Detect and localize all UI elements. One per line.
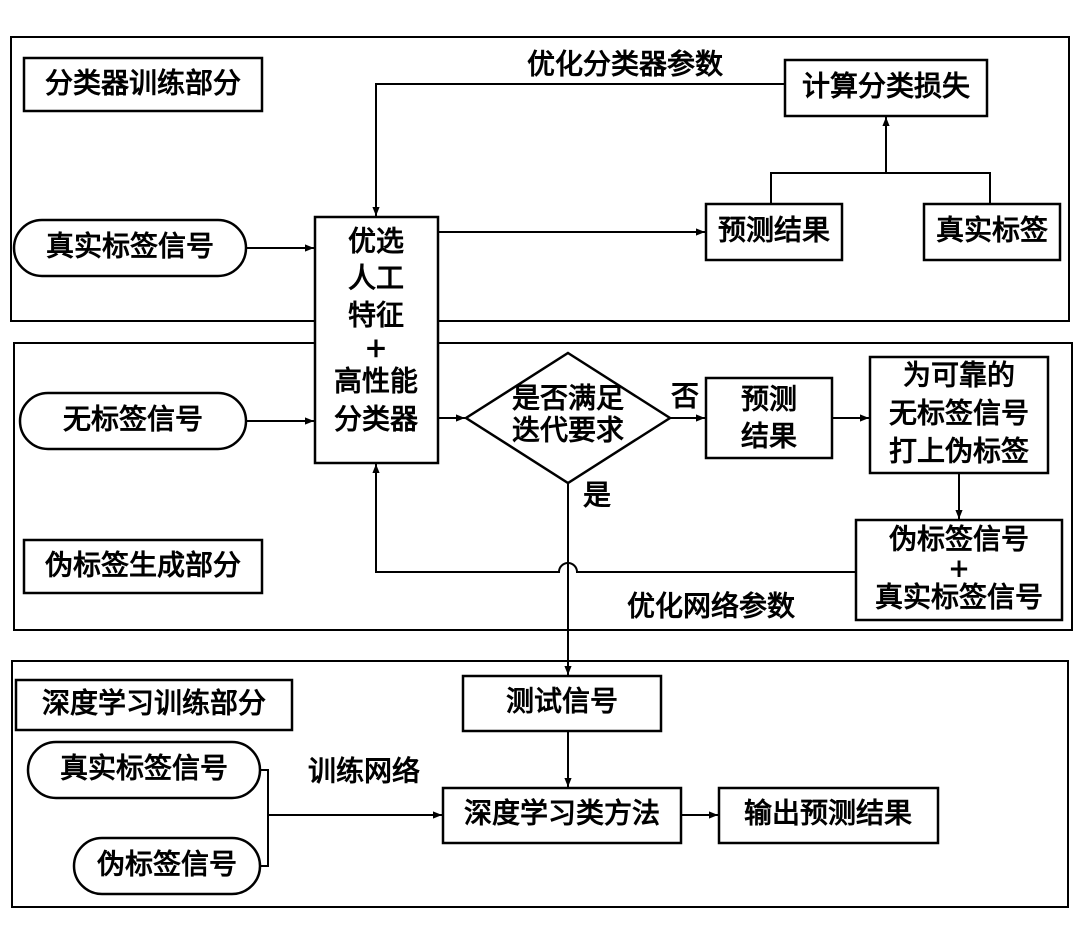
- deep-learning-method-label: 深度学习类方法: [464, 797, 660, 830]
- test-signal-box: [461, 674, 663, 733]
- classifier-box-line5: 高性能: [334, 365, 418, 398]
- classifier-training-section: [10, 36, 1070, 322]
- prediction-result-label-top: 预测结果: [718, 214, 830, 247]
- merged-signal-box: [854, 518, 1064, 622]
- compute-loss-label: 计算分类损失: [802, 70, 971, 103]
- arrow-optimize-classifier-params: [372, 83, 785, 216]
- merged-signal-line2: +: [948, 554, 970, 584]
- optimize-network-params-label: 优化网络参数: [627, 590, 796, 623]
- deep-learning-section-label: 深度学习训练部分: [42, 687, 266, 720]
- iteration-decision-line1: 是否满足: [512, 382, 624, 415]
- decision-yes-label: 是: [583, 479, 611, 512]
- classifier-box-line4: +: [364, 332, 387, 365]
- pseudo-tagging-line2: 无标签信号: [889, 397, 1029, 430]
- pseudo-label-section-label: 伪标签生成部分: [45, 549, 241, 582]
- optimize-classifier-params-label: 优化分类器参数: [527, 48, 724, 81]
- classifier-training-label-box: [22, 56, 264, 113]
- true-label-label: 真实标签: [936, 214, 1048, 247]
- deep-learning-method-box: [441, 786, 683, 845]
- classifier-box-line3: 特征: [348, 299, 404, 332]
- merged-signal-line3: 真实标签信号: [875, 581, 1043, 614]
- pseudo-tagging-box: [868, 355, 1050, 475]
- unlabeled-signal-input-label: 无标签信号: [63, 403, 203, 436]
- classifier-box-line6: 分类器: [334, 403, 419, 436]
- output-prediction-box: [717, 786, 940, 845]
- deep-learning-section-label-box: [14, 678, 294, 732]
- real-labeled-signal-input-label: 真实标签信号: [46, 230, 214, 263]
- prediction-result-box-top: [704, 202, 844, 262]
- prediction-result-mid-line2: 结果: [741, 420, 797, 453]
- deep-learning-section: [11, 660, 1069, 908]
- classifier-training-label: 分类器训练部分: [45, 67, 241, 100]
- merged-signal-line1: 伪标签信号: [889, 523, 1029, 556]
- pseudo-labeled-signal-input-label: 伪标签信号: [97, 848, 237, 881]
- pseudo-label-section-label-box: [22, 538, 264, 595]
- decision-no-label: 否: [671, 380, 699, 413]
- classifier-box-line1: 优选: [348, 225, 404, 258]
- pseudo-tagging-line1: 为可靠的: [903, 359, 1015, 392]
- prediction-result-box-mid: [704, 376, 834, 460]
- real-labeled-signal-input-bottom-label: 真实标签信号: [60, 752, 228, 785]
- test-signal-label: 测试信号: [506, 685, 618, 718]
- connector-prediction-up: [770, 172, 991, 204]
- true-label-box: [922, 202, 1062, 262]
- classifier-box-line2: 人工: [348, 262, 404, 295]
- connector-training-bracket: [260, 769, 269, 867]
- classifier-box: [313, 215, 440, 465]
- arrow-optimize-network-params: [372, 464, 856, 573]
- pseudo-tagging-line3: 打上伪标签: [889, 435, 1029, 468]
- iteration-decision-line2: 迭代要求: [512, 414, 624, 447]
- pseudo-label-section: [13, 342, 1073, 631]
- output-prediction-label: 输出预测结果: [744, 797, 912, 830]
- prediction-result-mid-line1: 预测: [741, 383, 797, 416]
- train-network-label: 训练网络: [308, 755, 420, 788]
- compute-loss-box: [783, 58, 989, 118]
